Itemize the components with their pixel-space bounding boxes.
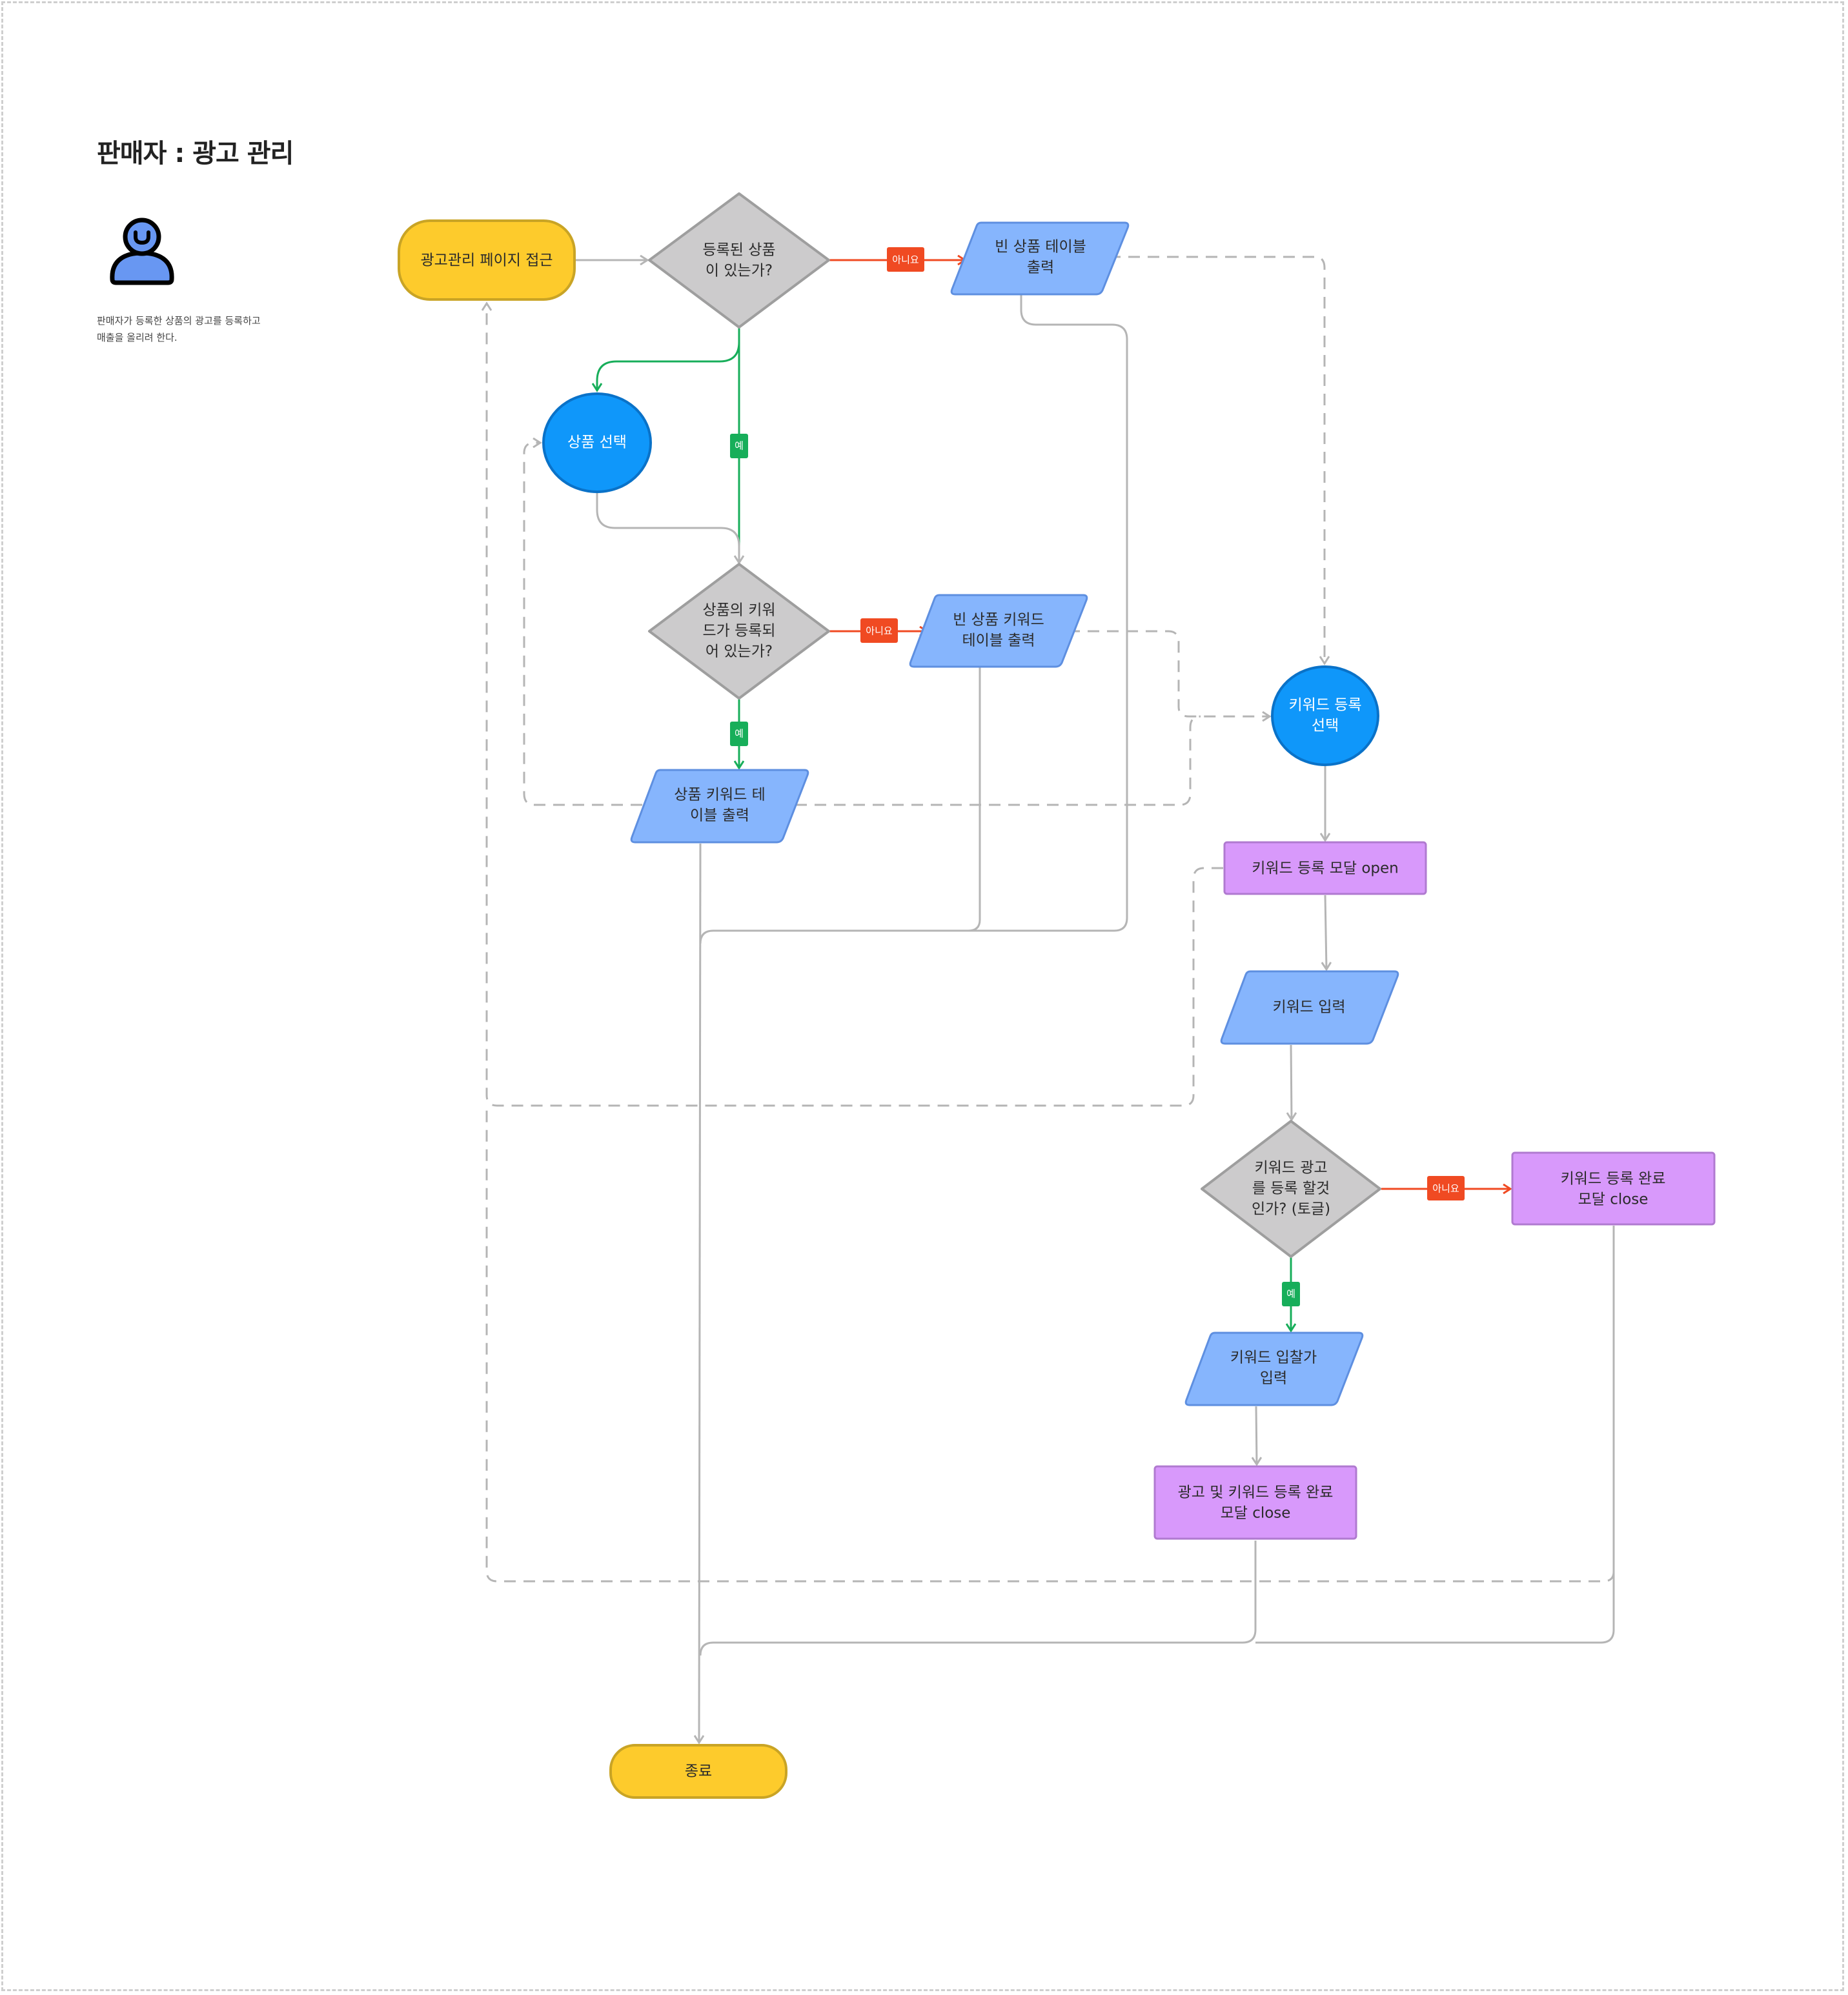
select-keyword-register-line-2: 선택 [1312, 718, 1339, 734]
node-modal-open[interactable]: 키워드 등록 모달 open [1223, 841, 1427, 895]
badge-no-label: 아니요 [1432, 1183, 1459, 1195]
keyword-input-label: 키워드 입력 [1272, 999, 1345, 1016]
edge-select-product-to-decision-keyword [596, 492, 739, 563]
node-keyword-done-close[interactable]: 키워드 등록 완료 모달 close [1511, 1151, 1716, 1226]
keyword-table-line-2: 이블 출력 [690, 807, 749, 824]
keyword-done-close-line-2: 모달 close [1578, 1191, 1649, 1208]
edge-empty-product-to-keyword-select [1109, 256, 1325, 663]
node-decision-keyword[interactable]: 상품의 키워 드가 등록되 어 있는가? [648, 563, 830, 700]
edge-modal-open-to-start [487, 303, 1223, 1107]
node-start-label: 광고관리 페이지 접근 [420, 252, 553, 269]
ad-keyword-done-close-line-2: 모달 close [1221, 1505, 1291, 1522]
edge-close-to-start-loop [485, 1110, 1615, 1583]
node-select-product[interactable]: 상품 선택 [542, 392, 652, 493]
bid-input-line-2: 입력 [1260, 1370, 1287, 1387]
keyword-table-line-1: 상품 키워드 테 [674, 787, 766, 804]
node-empty-product-table[interactable]: 빈 상품 테이블 출력 [950, 221, 1130, 296]
badge-yes-label: 예 [735, 440, 744, 452]
node-keyword-table[interactable]: 상품 키워드 테 이블 출력 [630, 769, 809, 844]
badge-no-2: 아니요 [860, 618, 898, 643]
decision-product-line-2: 이 있는가? [706, 263, 773, 279]
decision-ad-line-1: 키워드 광고 [1254, 1160, 1327, 1177]
edge-ad-close-to-end [699, 1541, 1257, 1656]
node-decision-ad[interactable]: 키워드 광고 를 등록 할것 인가? (토글) [1201, 1120, 1381, 1258]
decision-keyword-line-1: 상품의 키워 [702, 602, 775, 619]
edge-empty-product-to-end [968, 295, 1128, 932]
page-title: 판매자 : 광고 관리 [97, 139, 294, 168]
modal-open-label: 키워드 등록 모달 open [1252, 860, 1398, 877]
edge-keyword-table-loop [523, 443, 720, 806]
node-start[interactable]: 광고관리 페이지 접근 [398, 219, 576, 301]
edge-keyword-input-to-decision-ad [1291, 1044, 1292, 1120]
decision-product-line-1: 등록된 상품 [702, 242, 775, 259]
node-select-keyword-register[interactable]: 키워드 등록 선택 [1271, 665, 1379, 766]
edge-modal-to-keyword-input [1325, 895, 1326, 969]
edge-decision-product-yes-select [597, 341, 740, 390]
bid-input-line-1: 키워드 입찰가 [1230, 1350, 1317, 1366]
node-empty-keyword-table[interactable]: 빈 상품 키워드 테이블 출력 [909, 594, 1088, 668]
node-decision-product[interactable]: 등록된 상품 이 있는가? [648, 192, 830, 329]
decision-keyword-line-2: 드가 등록되 [702, 623, 775, 640]
node-end-label: 종료 [685, 1763, 712, 1780]
empty-keyword-table-line-1: 빈 상품 키워드 [953, 612, 1044, 629]
keyword-done-close-line-1: 키워드 등록 완료 [1561, 1171, 1666, 1188]
edge-keyword-close-to-end [1255, 1226, 1615, 1644]
badge-no-3: 아니요 [1427, 1176, 1465, 1200]
badge-no-label: 아니요 [866, 625, 893, 637]
user-icon [103, 213, 181, 290]
ad-keyword-done-close-line-1: 광고 및 키워드 등록 완료 [1178, 1484, 1334, 1501]
edge-keyword-table-to-keyword-select [795, 715, 1201, 806]
badge-no-1: 아니요 [887, 247, 924, 272]
empty-product-table-line-1: 빈 상품 테이블 [995, 239, 1086, 256]
badge-yes-2: 예 [730, 722, 748, 746]
edge-empty-keyword-to-keyword-select [1068, 630, 1270, 716]
empty-keyword-table-line-2: 테이블 출력 [962, 633, 1035, 649]
node-bid-input[interactable]: 키워드 입찰가 입력 [1184, 1332, 1364, 1406]
badge-yes-label: 예 [735, 728, 744, 740]
badge-yes-label: 예 [1286, 1288, 1295, 1300]
badge-no-label: 아니요 [892, 254, 919, 266]
badge-yes-1: 예 [730, 434, 748, 458]
empty-product-table-line-2: 출력 [1027, 259, 1054, 276]
edge-bid-to-ad-close [1256, 1406, 1257, 1464]
node-keyword-input[interactable]: 키워드 입력 [1220, 970, 1399, 1045]
edge-keyword-table-to-end [699, 843, 700, 1743]
node-end[interactable]: 종료 [609, 1744, 787, 1799]
edge-empty-keyword-to-end [699, 667, 981, 944]
actor-description: 판매자가 등록한 상품의 광고를 등록하고 매출을 올리려 한다. [97, 315, 261, 343]
decision-keyword-line-3: 어 있는가? [706, 643, 773, 660]
select-keyword-register-line-1: 키워드 등록 [1288, 697, 1361, 714]
badge-yes-3: 예 [1282, 1282, 1300, 1306]
node-ad-keyword-done-close[interactable]: 광고 및 키워드 등록 완료 모달 close [1153, 1465, 1357, 1540]
decision-ad-line-3: 인가? (토글) [1252, 1201, 1330, 1218]
select-product-label: 상품 선택 [567, 434, 627, 451]
decision-ad-line-2: 를 등록 할것 [1252, 1180, 1330, 1197]
